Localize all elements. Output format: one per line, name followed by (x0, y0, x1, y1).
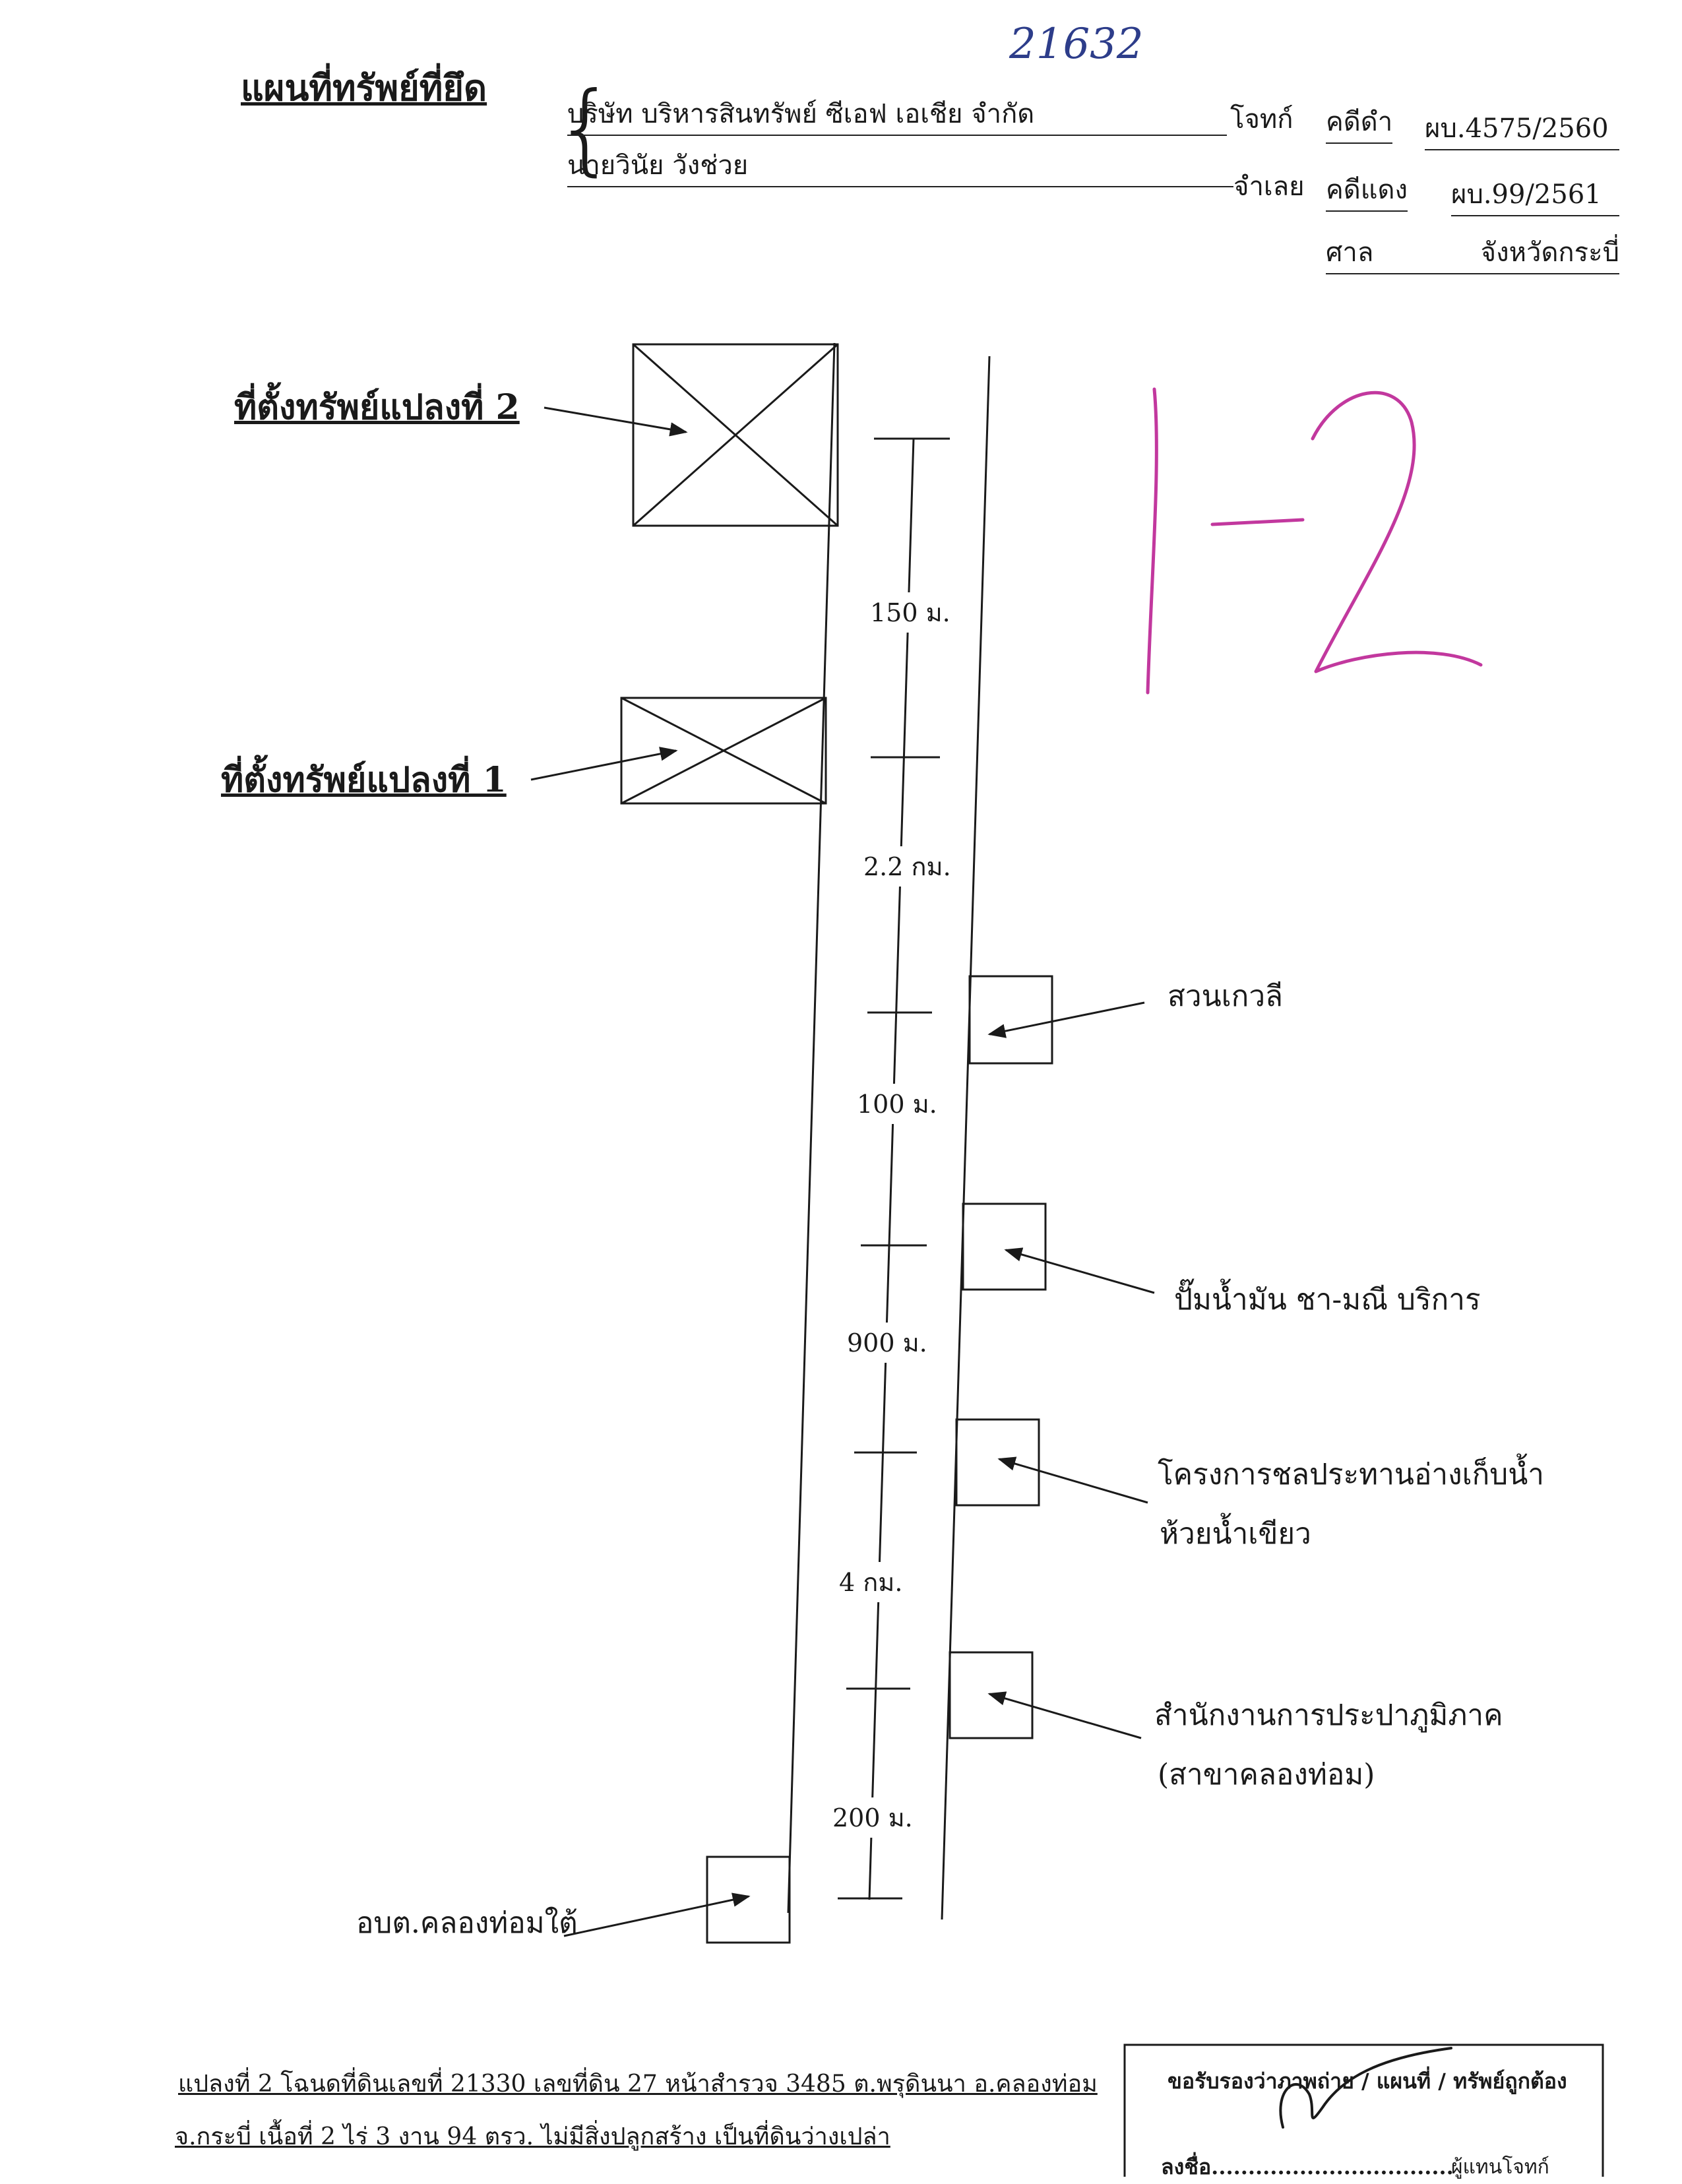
sao-office-box (706, 1856, 791, 1944)
arrow-longan (987, 1001, 1145, 1038)
longan-orchard-box (968, 975, 1053, 1065)
court-name: จังหวัดกระบี่ (1392, 231, 1619, 274)
signature-scribble (1279, 2047, 1452, 2129)
gas-station-box (962, 1202, 1047, 1291)
arrow-gas (1004, 1247, 1155, 1294)
signer-role: ผู้แทนโจทก์ (1451, 2156, 1549, 2179)
arrow-irrigation (997, 1456, 1148, 1504)
court-label: ศาล (1326, 231, 1392, 274)
plot-2-box (632, 343, 839, 527)
footer-line-2: จ.กระบี่ เนื้อที่ 2 ไร่ 3 งาน 94 ตรว. ไม… (175, 2123, 890, 2150)
waterworks-label-line2: (สาขาคลองท่อม) (1158, 1758, 1375, 1792)
waterworks-box (949, 1651, 1034, 1739)
sao-office-label: อบต.คลองท่อมใต้ (356, 1906, 578, 1940)
road-left-edge (787, 342, 836, 1914)
arrow-plot-2 (544, 406, 688, 437)
distance-label-1: 150 ม. (867, 592, 953, 633)
distance-axis (868, 438, 915, 1900)
irrigation-label-line1: โครงการชลประทานอ่างเก็บน้ำ (1158, 1458, 1544, 1491)
longan-orchard-label: สวนเกวลี (1168, 980, 1283, 1013)
gas-station-label: ปั๊มน้ำมัน ชา-มณี บริการ (1174, 1283, 1481, 1317)
irrigation-label-line2: ห้วยน้ำเขียว (1160, 1517, 1311, 1551)
red-case-label: คดีแดง (1326, 168, 1408, 212)
arrow-waterworks (987, 1691, 1142, 1739)
black-case-no: ผบ.4575/2560 (1425, 107, 1619, 150)
distance-label-5: 4 กม. (836, 1562, 906, 1602)
arrow-sao (563, 1892, 751, 1937)
black-case-label: คดีดำ (1326, 100, 1393, 144)
red-case-no: ผบ.99/2561 (1451, 173, 1619, 216)
defendant-name: นายวินัย วังช่วย (567, 144, 1233, 187)
certify-text: ขอรับรองว่าภาพถ่าย / แผนที่ / ทรัพย์ถูกต… (1168, 2069, 1567, 2094)
party-brace: { (554, 71, 617, 186)
distance-label-3: 100 ม. (854, 1084, 940, 1124)
plaintiff-name: บริษัท บริหารสินทรัพย์ ซีเอฟ เอเชีย จำกั… (567, 92, 1227, 136)
handwritten-number: 21632 (1009, 20, 1144, 69)
irrigation-box (955, 1418, 1040, 1507)
distance-label-6: 200 ม. (830, 1797, 916, 1838)
magenta-mark-text: 1-2 (1187, 462, 1230, 492)
arrow-plot-1 (530, 747, 678, 781)
waterworks-label-line1: สำนักงานการประปาภูมิภาค (1154, 1699, 1503, 1732)
plot-1-label: ที่ตั้งทรัพย์แปลงที่ 1 (221, 760, 507, 800)
page-title: แผนที่ทรัพย์ที่ยึด (241, 67, 487, 109)
sign-label: ลงชื่อ................................. (1161, 2154, 1454, 2179)
footer-line-1: แปลงที่ 2 โฉนดที่ดินเลขที่ 21330 เลขที่ด… (178, 2071, 1098, 2098)
plot-1-box (620, 697, 827, 805)
distance-label-4: 900 ม. (844, 1323, 930, 1363)
plaintiff-role: โจทก์ (1230, 104, 1293, 135)
distance-label-2: 2.2 กม. (861, 846, 954, 887)
certify-box (1123, 2044, 1604, 2177)
magenta-mark-1-2 (1146, 387, 1483, 695)
defendant-role: จำเลย (1233, 172, 1305, 202)
plot-2-label: ที่ตั้งทรัพย์แปลงที่ 2 (234, 387, 520, 427)
